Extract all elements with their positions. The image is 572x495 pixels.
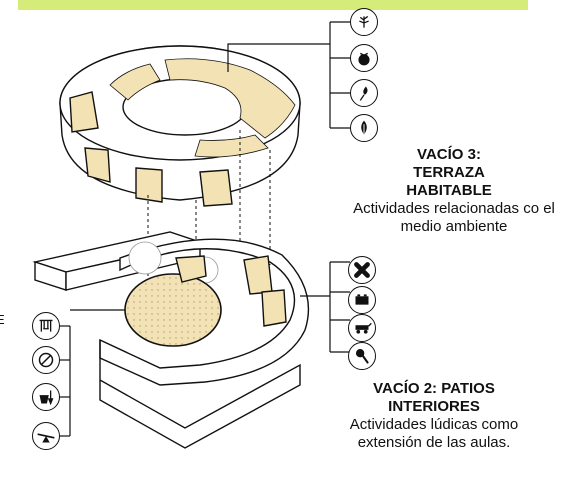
vacio3-title: VACÍO 3: TERRAZA HABITABLE: [406, 146, 492, 199]
dashed-connectors: [147, 130, 271, 290]
vacio2-title: VACÍO 2: PATIOS INTERIORES: [373, 380, 495, 415]
vacio2-label: VACÍO 2: PATIOS INTERIORES Actividades l…: [336, 380, 532, 452]
accent-bar: [18, 0, 528, 10]
vacio3-description: Actividades relacionadas co el medio amb…: [353, 200, 555, 235]
seesaw-icon: [32, 422, 60, 450]
cross-icon: [348, 256, 376, 284]
courtyard: [124, 273, 222, 347]
tomato-icon: [350, 44, 378, 72]
leaf-icon: [350, 114, 378, 142]
wagon-icon: [348, 314, 376, 342]
seedling-icon: [350, 79, 378, 107]
tree-icon: [350, 8, 378, 36]
swing-icon: [32, 312, 60, 340]
bucket-shovel-icon: [32, 383, 60, 411]
ball-icon: [32, 346, 60, 374]
lower-cutouts: [175, 255, 287, 327]
vacio2-description: Actividades lúdicas como extensión de la…: [349, 416, 519, 451]
rattle-icon: [348, 342, 376, 370]
upper-ring: [59, 45, 301, 207]
blocks-icon: [348, 286, 376, 314]
leader-lines: [58, 21, 352, 437]
vacio3-label: VACÍO 3: TERRAZA HABITABLE Actividades r…: [326, 146, 572, 236]
edge-letter: E: [0, 312, 5, 327]
lower-floor: [32, 231, 310, 449]
